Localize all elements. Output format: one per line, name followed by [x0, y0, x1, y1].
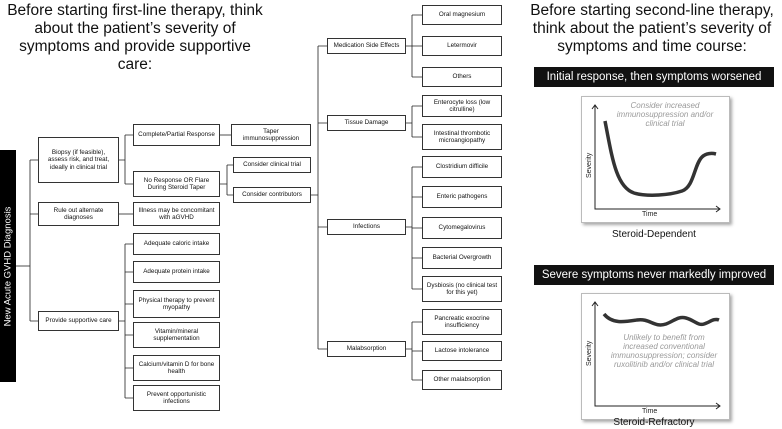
- med-item: Letermovir: [422, 36, 502, 56]
- medication-side-effects-box: Medication Side Effects: [327, 38, 406, 54]
- illness-box: Illness may be concomitant with aGVHD: [133, 202, 220, 226]
- supportive-item: Prevent opportunistic infections: [133, 385, 220, 411]
- med-item: Others: [422, 67, 502, 87]
- taper-box: Taper immunosuppression: [231, 124, 311, 146]
- panel2-ylabel: Severity: [586, 340, 593, 366]
- steroid-refractory-curve: [591, 301, 721, 410]
- panel1-note: Consider increased immunosuppression and…: [616, 101, 714, 128]
- panel2-xlabel: Time: [642, 408, 658, 415]
- complete-response-box: Complete/Partial Response: [133, 124, 220, 146]
- med-item: Oral magnesium: [422, 5, 502, 25]
- panel2-caption: Steroid-Refractory: [613, 417, 695, 428]
- infection-item: Enteric pathogens: [422, 186, 502, 208]
- panel1-banner: Initial response, then symptoms worsened: [534, 67, 774, 87]
- tissue-item: Enterocyte loss (low citrulline): [422, 95, 502, 117]
- supportive-item: Physical therapy to prevent myopathy: [133, 290, 220, 318]
- tissue-damage-box: Tissue Damage: [327, 115, 406, 131]
- right-heading: Before starting second-line therapy, thi…: [530, 2, 774, 55]
- supportive-care-box: Provide supportive care: [38, 311, 119, 331]
- steroid-dependent-panel: [581, 96, 730, 223]
- malabsorption-item: Pancreatic exocrine insufficiency: [422, 309, 502, 335]
- panel1-ylabel: Severity: [586, 152, 593, 178]
- infections-box: Infections: [327, 219, 406, 235]
- no-response-box: No Response OR Flare During Steroid Tape…: [133, 171, 220, 197]
- panel2-note: Unlikely to benefit from increased conve…: [610, 333, 718, 369]
- panel1-caption: Steroid-Dependent: [612, 229, 696, 240]
- malabsorption-box: Malabsorption: [327, 341, 406, 357]
- infection-item: Bacterial Overgrowth: [422, 247, 502, 269]
- infection-item: Cytomegalovirus: [422, 217, 502, 239]
- supportive-item: Vitamin/mineral supplementation: [133, 322, 220, 348]
- infection-item: Dysbiosis (no clinical test for this yet…: [422, 276, 502, 302]
- malabsorption-item: Other malabsorption: [422, 370, 502, 390]
- rule-out-box: Rule out alternate diagnoses: [38, 202, 119, 226]
- panel2-banner: Severe symptoms never markedly improved: [534, 265, 774, 285]
- malabsorption-item: Lactose intolerance: [422, 341, 502, 361]
- supportive-item: Calcium/vitamin D for bone health: [133, 355, 220, 381]
- infection-item: Clostridium difficile: [422, 156, 502, 178]
- panel1-xlabel: Time: [642, 211, 658, 218]
- steroid-refractory-panel: [581, 293, 730, 420]
- steroid-dependent-curve: [591, 104, 721, 213]
- biopsy-box: Biopsy (if feasible), assess risk, and t…: [38, 137, 119, 183]
- root-diagnosis-bar: New Acute GVHD Diagnosis: [0, 150, 16, 382]
- tissue-item: Intestinal thrombotic microangiopathy: [422, 124, 502, 150]
- clinical-trial-box: Consider clinical trial: [233, 157, 311, 173]
- left-heading: Before starting first-line therapy, thin…: [7, 2, 263, 73]
- supportive-item: Adequate protein intake: [133, 261, 220, 283]
- supportive-item: Adequate caloric intake: [133, 233, 220, 255]
- contributors-box: Consider contributors: [233, 187, 311, 203]
